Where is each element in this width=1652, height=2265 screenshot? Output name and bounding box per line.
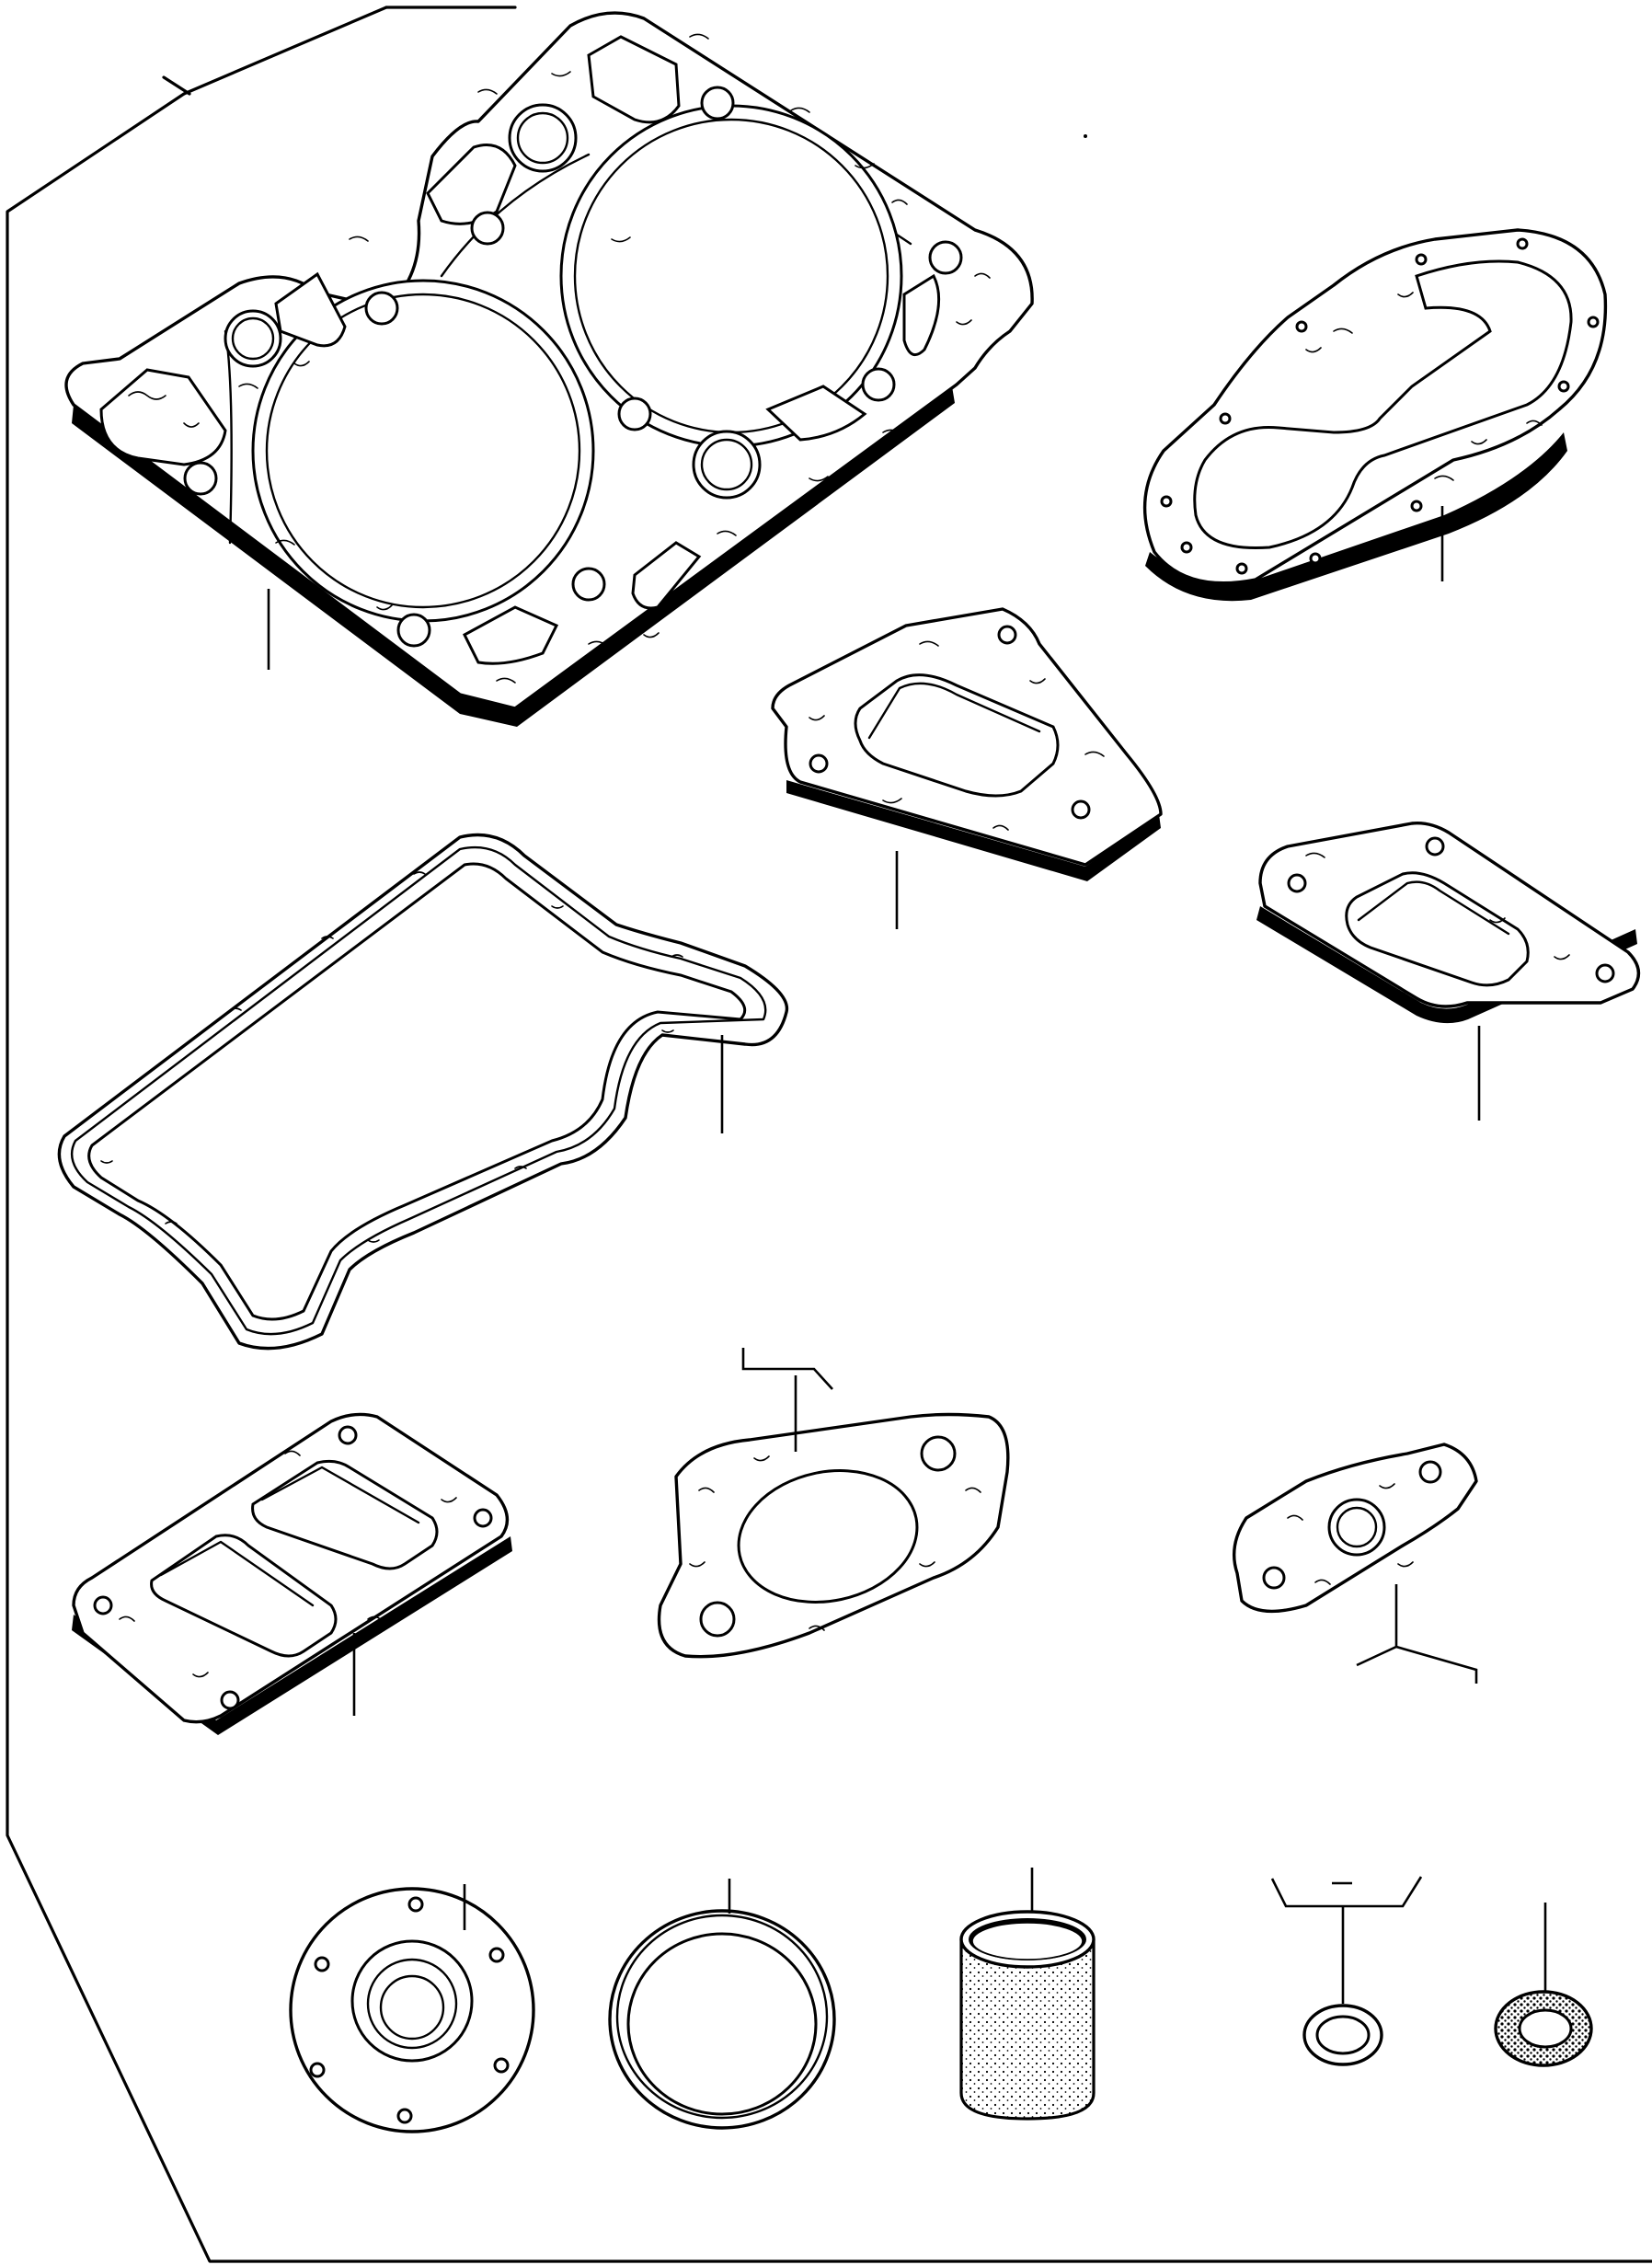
round-port-flange-gasket	[657, 1412, 1010, 1659]
outlet-flange-gasket	[771, 607, 1163, 881]
flanged-oil-seal	[289, 1887, 535, 2133]
cylinder-head-gasket	[64, 11, 1034, 727]
leader-bracket-sealing-washer	[1270, 1876, 1423, 2004]
sealing-washer	[1302, 2004, 1383, 2066]
gear-case-gasket	[1142, 228, 1608, 602]
o-ring-seal	[608, 1909, 836, 2130]
leader-bracket-small-flange-gasket	[1356, 1584, 1478, 1684]
scan-speck	[1084, 134, 1087, 138]
small-flange-gasket	[1232, 1443, 1478, 1614]
knurled-sealing-washer	[1494, 1990, 1593, 2067]
kit-boundary-frame	[6, 6, 1652, 2263]
cylindrical-bushing	[959, 1910, 1096, 2121]
twin-port-manifold-gasket	[72, 1412, 512, 1735]
rocker-cover-gasket	[57, 833, 789, 1351]
rectangular-port-gasket	[1256, 822, 1641, 1024]
leader-bracket-round-port-flange-gasket	[741, 1348, 833, 1452]
